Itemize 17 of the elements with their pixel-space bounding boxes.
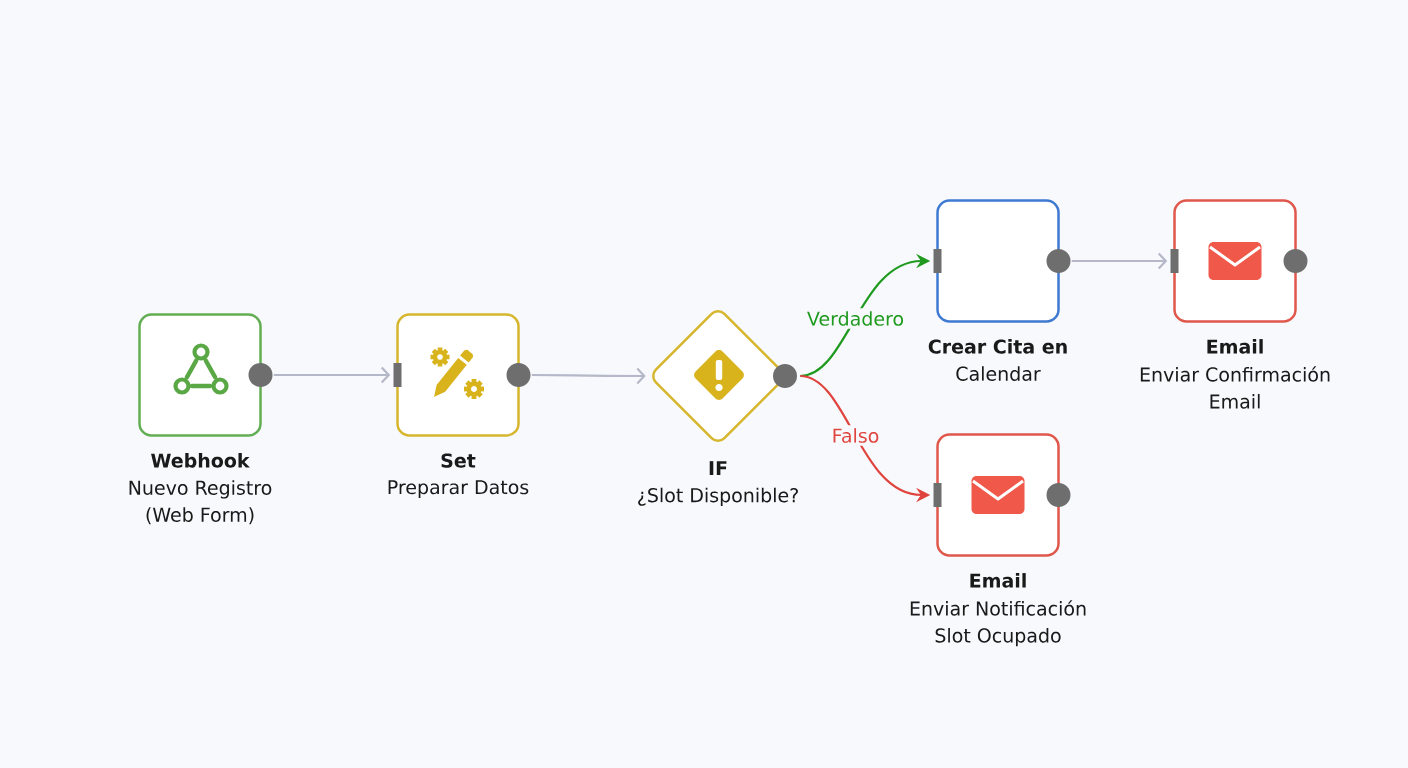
arrow [1071,252,1168,270]
edge-label: Verdadero [803,308,908,329]
node-title: Set [441,453,476,468]
node-title: Webhook [151,453,250,468]
node-label: Preparar Datos [388,480,529,498]
node-title: IF [709,461,727,475]
node-label: Calendar [956,366,1041,381]
node-title: Crear Cita en [928,339,1067,354]
arrow [273,366,391,384]
node-label: ¿Slot Disponible? [638,487,798,507]
node-title: Email [970,573,1026,588]
node-label: Enviar Confirmación Email [1140,366,1330,409]
node-label: Nuevo Registro (Web Form) [129,480,272,525]
edge-label: Falso [828,425,883,446]
node-title: Email [1207,339,1263,354]
node-label: Enviar Notificación Slot Ocupado [910,600,1086,647]
arrow [531,367,646,385]
